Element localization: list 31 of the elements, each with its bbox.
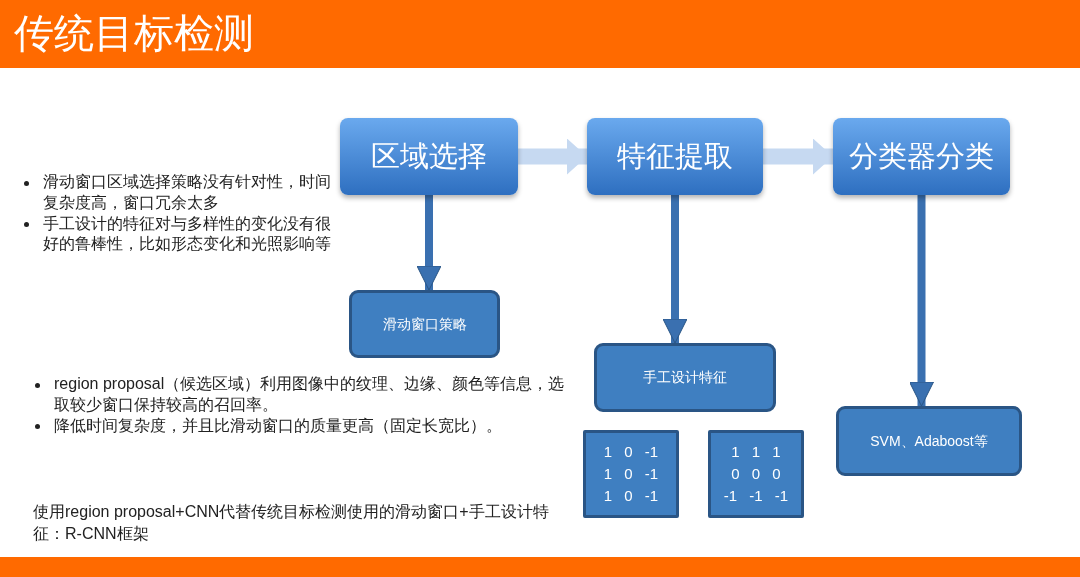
slide-title: 传统目标检测: [14, 9, 254, 58]
result-box: [836, 406, 1022, 476]
result-box: [594, 343, 776, 412]
matrix-row-text: 0 0 0: [731, 464, 781, 484]
matrix-row-text: 1 0 -1: [603, 486, 659, 506]
process-box: [587, 118, 763, 195]
box-label: SVM、Adaboost等: [870, 432, 988, 450]
arrow: [662, 195, 688, 344]
matrix-row-text: -1 -1 -1: [723, 486, 789, 506]
box-label: 手工设计特征: [643, 369, 727, 386]
bullet-text: 滑动窗口区域选择策略没有针对性，时间复杂度高，窗口冗余太多: [43, 172, 332, 213]
bullet-text: 降低时间复杂度，并且比滑动窗口的质量更高（固定长宽比）。: [54, 415, 502, 436]
arrow: [416, 195, 442, 291]
box-label: 特征提取: [617, 139, 733, 174]
matrix-row-text: 1 1 1: [731, 442, 781, 462]
matrix-box: [583, 430, 679, 518]
process-box: [833, 118, 1010, 195]
arrow: [763, 138, 833, 175]
arrow: [518, 138, 587, 175]
box-label: 区域选择: [371, 139, 487, 174]
process-box: [340, 118, 518, 195]
box-label: 分类器分类: [849, 139, 994, 174]
bullet-text: region proposal（候选区域）利用图像中的纹理、边缘、颜色等信息，选取较少窗口保持较高的召回率。: [54, 374, 566, 415]
box-label: 滑动窗口策略: [382, 315, 467, 333]
matrix-row-text: 1 0 -1: [603, 464, 659, 484]
matrix-row-text: 1 0 -1: [603, 442, 659, 462]
arrow: [909, 195, 934, 407]
bullet-text: 手工设计的特征对与多样性的变化没有很好的鲁棒性，比如形态变化和光照影响等: [43, 213, 332, 255]
matrix-box: [708, 430, 804, 518]
summary-text: 使用region proposal+CNN代替传统目标检测使用的滑动窗口+手工设计特征：R-CNN框架: [33, 502, 550, 544]
result-box: [349, 290, 500, 358]
